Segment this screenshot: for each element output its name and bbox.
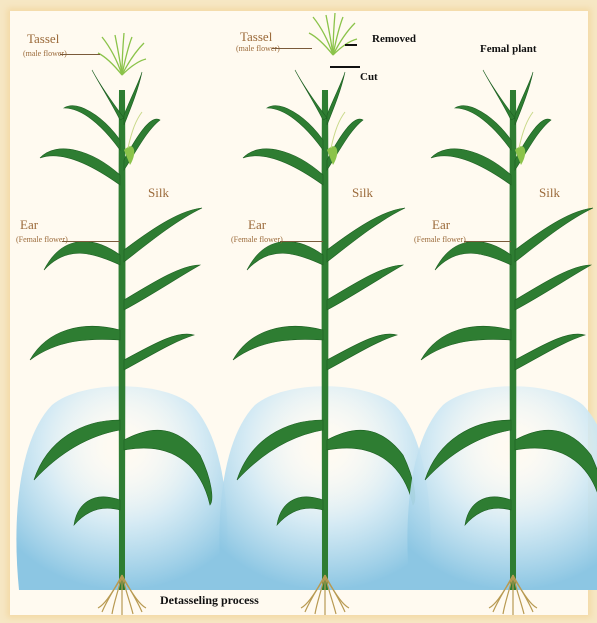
plant-1 (16, 33, 227, 615)
tassel-label-1: Tassel (27, 32, 59, 45)
removed-marker (345, 44, 357, 46)
tassel-leader-1 (60, 54, 100, 55)
silk-label-2: Silk (352, 186, 373, 199)
ear-label-1: Ear (20, 218, 38, 231)
plant-3 (407, 70, 597, 615)
tassel-label-2: Tassel (240, 30, 272, 43)
tassel-leader-2 (272, 48, 312, 49)
ear-leader-1 (62, 241, 120, 242)
tassel-1 (98, 33, 146, 75)
ear-sublabel-1: (Female flower) (16, 236, 68, 244)
silk-label-1: Silk (148, 186, 169, 199)
ear-leader-2 (280, 241, 323, 242)
cut-line (330, 66, 360, 68)
ear-sublabel-3: (Female flower) (414, 236, 466, 244)
ear-leader-3 (464, 241, 511, 242)
ear-sublabel-2: (Female flower) (231, 236, 283, 244)
removed-tassel (309, 13, 357, 55)
plant-2 (219, 13, 430, 615)
ear-label-2: Ear (248, 218, 266, 231)
removed-label: Removed (372, 34, 416, 45)
female-plant-title: Femal plant (480, 44, 537, 55)
silk-label-3: Silk (539, 186, 560, 199)
cut-label: Cut (360, 72, 378, 83)
detasseling-caption: Detasseling process (160, 594, 259, 606)
tassel-sublabel-2: (male flower) (236, 45, 280, 53)
ear-label-3: Ear (432, 218, 450, 231)
